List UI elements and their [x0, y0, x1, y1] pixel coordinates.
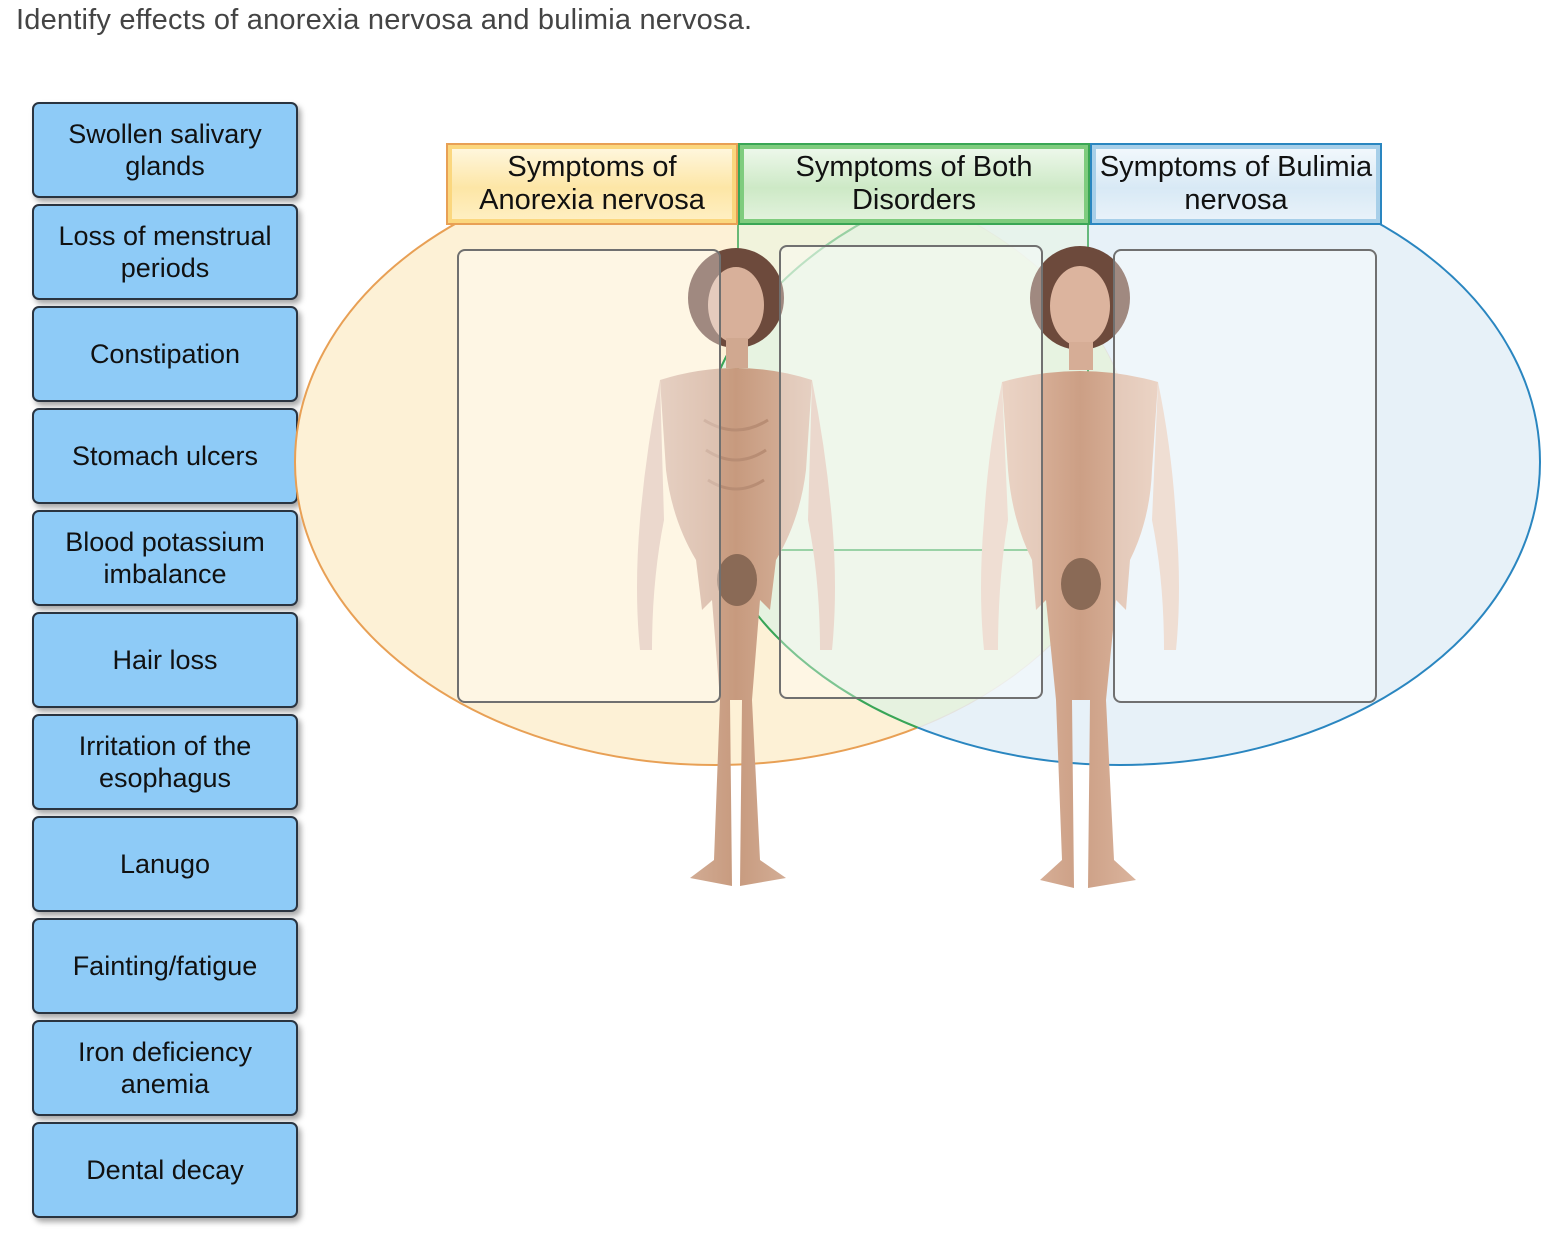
answer-card[interactable]: Swollen salivary glands — [32, 102, 298, 198]
anorexia-figure — [637, 248, 835, 886]
answer-card-label: Dental decay — [86, 1155, 244, 1185]
anorexia-header: Symptoms of Anorexia nervosa — [446, 143, 738, 225]
answer-card-label: Irritation of the esophagus — [78, 731, 252, 793]
answer-card[interactable]: Blood potassium imbalance — [32, 510, 298, 606]
answer-card[interactable]: Dental decay — [32, 1122, 298, 1218]
anorexia-drop-zone[interactable] — [457, 249, 721, 703]
answer-card[interactable]: Constipation — [32, 306, 298, 402]
both-header: Symptoms of Both Disorders — [738, 143, 1090, 225]
answer-card-label: Lanugo — [119, 849, 211, 879]
answer-card[interactable]: Irritation of the esophagus — [32, 714, 298, 810]
bulimia-drop-zone[interactable] — [1113, 249, 1377, 703]
anorexia-header-label: Symptoms of Anorexia nervosa — [479, 151, 705, 216]
answer-card[interactable]: Iron deficiency anemia — [32, 1020, 298, 1116]
answer-card-label: Hair loss — [112, 645, 218, 675]
answer-card-label: Constipation — [89, 339, 241, 369]
bulimia-header: Symptoms of Bulimia nervosa — [1090, 143, 1382, 225]
bulimia-header-label: Symptoms of Bulimia nervosa — [1099, 151, 1373, 216]
answer-card-label: Fainting/fatigue — [72, 951, 258, 981]
answer-card[interactable]: Fainting/fatigue — [32, 918, 298, 1014]
question-prompt: Identify effects of anorexia nervosa and… — [16, 4, 753, 36]
answer-card-label: Swollen salivary glands — [68, 119, 262, 181]
answer-card-label: Blood potassium imbalance — [65, 527, 265, 589]
answer-card[interactable]: Lanugo — [32, 816, 298, 912]
answer-card[interactable]: Hair loss — [32, 612, 298, 708]
both-header-label: Symptoms of Both Disorders — [795, 151, 1033, 216]
answer-card-label: Stomach ulcers — [71, 441, 259, 471]
answer-card-label: Iron deficiency anemia — [77, 1037, 253, 1099]
both-drop-zone[interactable] — [779, 245, 1043, 699]
answer-card[interactable]: Stomach ulcers — [32, 408, 298, 504]
answer-card-label: Loss of menstrual periods — [58, 221, 272, 283]
answer-card[interactable]: Loss of menstrual periods — [32, 204, 298, 300]
